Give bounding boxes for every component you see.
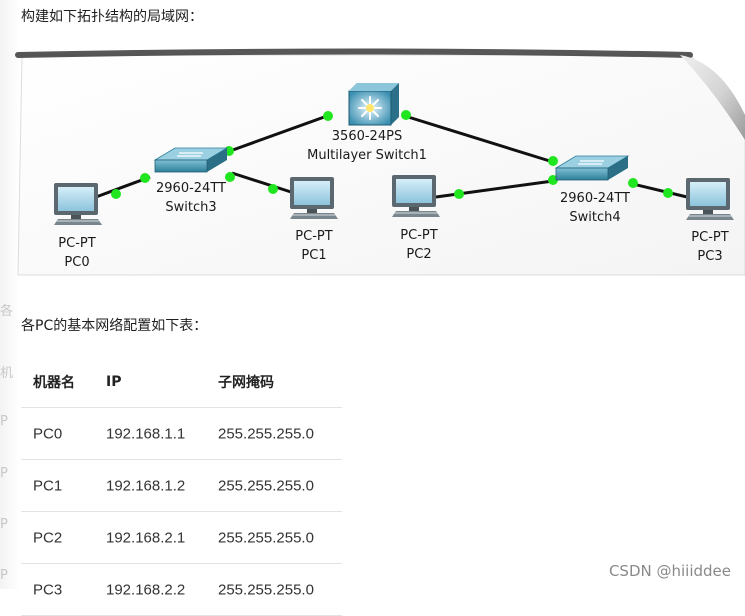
pc-config-table: 机器名 IP 子网掩码 PC0 192.168.1.1 255.255.255.… xyxy=(21,356,342,616)
ms-name-label: Multilayer Switch1 xyxy=(307,148,427,163)
ghost-text: P xyxy=(0,466,8,481)
pc0-model-label: PC-PT xyxy=(58,236,95,251)
switch3-icon[interactable] xyxy=(153,147,229,173)
topology-intro: 构建如下拓扑结构的局域网： xyxy=(21,9,203,25)
pc1-icon[interactable] xyxy=(290,177,338,219)
table-intro: 各PC的基本网络配置如下表： xyxy=(21,318,208,334)
ghost-text: P xyxy=(0,568,8,583)
port-dot-sw4-pc2-1 xyxy=(454,189,464,199)
ms-model-label: 3560-24PS xyxy=(332,129,402,144)
pc0-icon[interactable] xyxy=(54,183,102,225)
pc2-name-label: PC2 xyxy=(406,247,431,262)
table-row: PC0 192.168.1.1 255.255.255.0 xyxy=(21,408,342,460)
pc3-model-label: PC-PT xyxy=(691,230,728,245)
cell-subnet-mask: 255.255.255.0 xyxy=(218,425,314,442)
port-dot-ms-sw4-1 xyxy=(548,156,558,166)
pc0-name-label: PC0 xyxy=(64,255,89,270)
table-header-row: 机器名 IP 子网掩码 xyxy=(21,356,342,408)
cell-subnet-mask: 255.255.255.0 xyxy=(218,477,314,494)
table-row: PC3 192.168.2.2 255.255.255.0 xyxy=(21,564,342,616)
ghost-text: 各 xyxy=(0,304,14,319)
cell-ip: 192.168.2.1 xyxy=(106,529,186,546)
cell-ip: 192.168.1.2 xyxy=(106,477,186,494)
sw3-name-label: Switch3 xyxy=(165,200,216,215)
link-ms-sw4 xyxy=(404,114,554,164)
background-page-edge: 各 机 P P P P xyxy=(0,0,20,589)
multilayer-switch-icon[interactable] xyxy=(348,83,399,126)
cell-subnet-mask: 255.255.255.0 xyxy=(218,529,314,546)
pc2-model-label: PC-PT xyxy=(400,228,437,243)
pc3-icon[interactable] xyxy=(686,178,734,220)
cell-hostname: PC2 xyxy=(33,529,63,546)
pc2-icon[interactable] xyxy=(392,175,440,217)
header-ip: IP xyxy=(106,373,122,390)
port-dot-sw3-pc1-0 xyxy=(225,172,235,182)
cell-subnet-mask: 255.255.255.0 xyxy=(218,581,314,598)
pc3-name-label: PC3 xyxy=(697,249,722,264)
link-ms-sw3 xyxy=(229,114,328,153)
sw3-model-label: 2960-24TT xyxy=(156,181,226,196)
port-dot-sw3-pc0-0 xyxy=(140,173,150,183)
cell-hostname: PC1 xyxy=(33,477,63,494)
port-dot-ms-sw4-0 xyxy=(401,110,411,120)
table-viewport: 机器名 IP 子网掩码 PC0 192.168.1.1 255.255.255.… xyxy=(21,374,342,616)
ghost-text: 机 xyxy=(0,366,14,381)
link-sw4-pc3 xyxy=(632,182,688,199)
ports xyxy=(111,110,673,199)
port-dot-sw3-pc0-1 xyxy=(111,189,121,199)
network-topology-diagram: 3560-24PS Multilayer Switch1 2960-24TT S… xyxy=(15,48,745,276)
ghost-text: P xyxy=(0,414,8,429)
link-sw3-pc1 xyxy=(231,171,292,194)
port-dot-sw4-pc3-0 xyxy=(628,178,638,188)
cell-ip: 192.168.2.2 xyxy=(106,581,186,598)
header-subnet-mask: 子网掩码 xyxy=(218,374,274,391)
table-row: PC1 192.168.1.2 255.255.255.0 xyxy=(21,460,342,512)
port-dot-sw4-pc3-1 xyxy=(663,188,673,198)
cell-ip: 192.168.1.1 xyxy=(106,425,186,442)
port-dot-sw3-pc1-1 xyxy=(268,184,278,194)
cell-hostname: PC3 xyxy=(33,581,63,598)
port-dot-ms-sw3-0 xyxy=(323,111,333,121)
switch4-icon[interactable] xyxy=(554,155,630,181)
table-row: PC2 192.168.2.1 255.255.255.0 xyxy=(21,512,342,564)
pc1-model-label: PC-PT xyxy=(295,229,332,244)
cell-hostname: PC0 xyxy=(33,425,63,442)
port-dot-sw4-pc2-0 xyxy=(548,175,558,185)
sw4-model-label: 2960-24TT xyxy=(560,191,630,206)
links xyxy=(95,114,688,199)
sw4-name-label: Switch4 xyxy=(569,210,620,225)
header-hostname: 机器名 xyxy=(33,374,75,391)
paper-card xyxy=(15,48,745,276)
page-curl xyxy=(680,55,745,140)
watermark: CSDN @hiiiddee xyxy=(608,562,731,580)
pc1-name-label: PC1 xyxy=(301,248,326,263)
ghost-text: P xyxy=(0,517,8,532)
